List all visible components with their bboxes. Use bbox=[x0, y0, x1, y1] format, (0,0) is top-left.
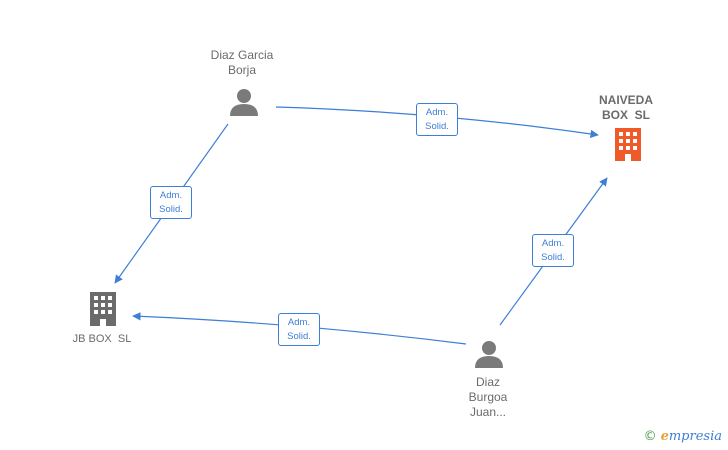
building-icon[interactable] bbox=[615, 128, 641, 161]
node-label-diaz-garcia-borja[interactable]: Diaz Garcia Borja bbox=[194, 48, 290, 78]
edge-label-garcia-naiveda[interactable]: Adm. Solid. bbox=[416, 103, 458, 136]
empresia-watermark: ©empresia bbox=[644, 429, 722, 444]
edge-label-burgoa-jbbox[interactable]: Adm. Solid. bbox=[278, 313, 320, 346]
edge-label-line: Adm. bbox=[425, 107, 449, 118]
node-label-line: Juan... bbox=[469, 405, 507, 419]
person-icon[interactable] bbox=[475, 341, 503, 368]
person-icon[interactable] bbox=[230, 89, 258, 116]
edge-label-line: Adm. bbox=[541, 238, 565, 249]
node-label-line: BOX SL bbox=[601, 108, 650, 122]
empresia-logo-text: mpresia bbox=[668, 429, 722, 444]
node-label-diaz-burgoa-juan[interactable]: Diaz Burgoa Juan... bbox=[448, 375, 528, 420]
node-label-line: Burgoa bbox=[468, 390, 508, 404]
node-label-naiveda-box-sl[interactable]: NAIVEDA BOX SL bbox=[586, 93, 666, 123]
copyright-icon: © bbox=[643, 429, 657, 444]
edge-label-garcia-jbbox[interactable]: Adm. Solid. bbox=[150, 186, 192, 219]
empresia-logo-e: e bbox=[660, 429, 669, 444]
node-label-line: Diaz Garcia bbox=[210, 48, 274, 62]
edge-label-line: Adm. bbox=[287, 317, 311, 328]
node-label-line: Diaz bbox=[475, 375, 500, 389]
edge-label-line: Solid. bbox=[541, 252, 565, 263]
node-label-line: Borja bbox=[227, 63, 256, 77]
building-icon[interactable] bbox=[90, 292, 116, 326]
edge-label-burgoa-naiveda[interactable]: Adm. Solid. bbox=[532, 234, 574, 267]
edge-label-line: Solid. bbox=[287, 331, 311, 342]
edge-label-line: Adm. bbox=[159, 190, 183, 201]
edge-label-line: Solid. bbox=[425, 121, 449, 132]
edge-label-line: Solid. bbox=[159, 204, 183, 215]
node-label-line: JB BOX SL bbox=[72, 333, 132, 345]
node-label-jb-box-sl[interactable]: JB BOX SL bbox=[56, 332, 148, 347]
node-label-line: NAIVEDA bbox=[598, 93, 653, 107]
